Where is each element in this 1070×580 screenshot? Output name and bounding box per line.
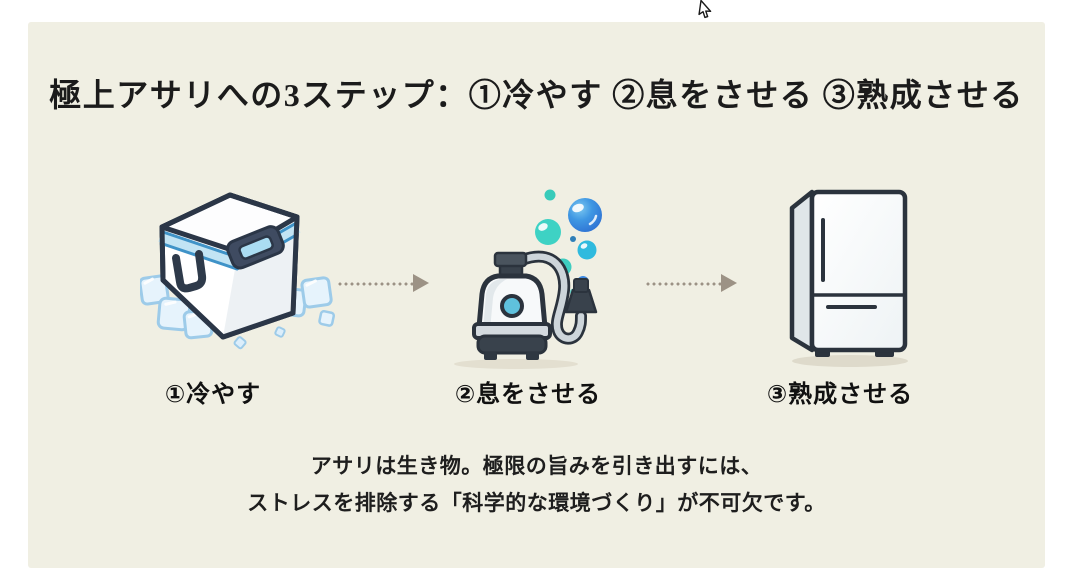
air-pump-icon: [450, 178, 650, 378]
step-arrow-2: [645, 274, 741, 293]
slide-panel: 極上アサリへの3ステップ：①冷やす ②息をさせる ③熟成させる: [28, 22, 1045, 568]
slide-title: 極上アサリへの3ステップ：①冷やす ②息をさせる ③熟成させる: [49, 77, 1024, 113]
arrow-head-icon: [413, 274, 429, 292]
caption-line-2: ストレスを排除する「科学的な環境づくり」が不可欠です。: [247, 492, 826, 515]
mouse-cursor-icon: [696, 0, 716, 25]
arrow-head-icon: [721, 274, 737, 292]
refrigerator-icon: [775, 180, 925, 370]
arrow-dotted-line: [337, 282, 415, 286]
step-label-age: ③熟成させる: [766, 381, 914, 408]
arrow-dotted-line: [645, 282, 723, 286]
slide-caption: アサリは生き物。極限の旨みを引き出すには、 ストレスを排除する「科学的な環境づく…: [28, 448, 1045, 522]
cooler-box-icon: [138, 180, 350, 360]
step-arrow-1: [337, 274, 433, 293]
step-label-cool: ①冷やす: [164, 381, 262, 408]
step-label-breathe: ②息をさせる: [454, 381, 602, 408]
caption-line-1: アサリは生き物。極限の旨みを引き出すには、: [310, 455, 763, 478]
